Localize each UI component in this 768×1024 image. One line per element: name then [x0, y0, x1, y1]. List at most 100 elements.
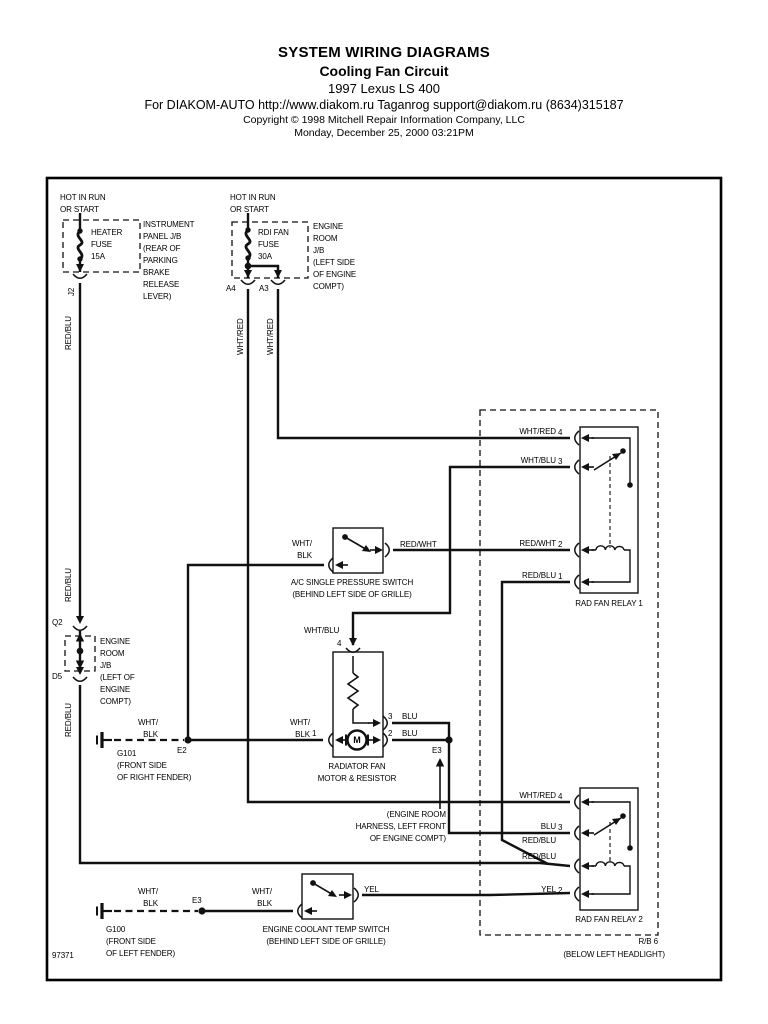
relay2-coil-wire-lower-label: RED/BLU — [522, 852, 556, 861]
connector-q2-icon — [72, 610, 88, 632]
heater-fuse-label: HEATER FUSE 15A — [91, 228, 123, 261]
relay2-t4-wire-label: WHT/RED — [519, 791, 556, 800]
ground-g101-icon — [95, 730, 114, 750]
temp-switch-wire-out-label: YEL — [364, 885, 379, 894]
ground-g100-location: (FRONT SIDE OF LEFT FENDER) — [106, 937, 176, 958]
ac-switch-internals — [342, 534, 371, 552]
splice-e3-dot — [445, 736, 453, 744]
ac-pressure-switch-box — [332, 527, 384, 574]
wire-wht-red-label-2: WHT/RED — [266, 318, 275, 355]
temp-switch-name: ENGINE COOLANT TEMP SWITCH (BEHIND LEFT … — [262, 925, 390, 946]
copyright-line: Copyright © 1998 Mitchell Repair Informa… — [243, 114, 525, 126]
ac-switch-input-icon — [327, 557, 349, 573]
relay1-t2-number: 2 — [558, 540, 563, 549]
splice-e3-label: E3 — [432, 746, 442, 755]
motor-letter: M — [353, 735, 361, 745]
relay1-t1-wire-label: RED/BLU — [522, 571, 556, 580]
ground-strap-wires — [114, 738, 198, 913]
resistor-icon — [346, 672, 360, 710]
relay1-t3-number: 3 — [558, 457, 563, 466]
component-boxes — [301, 426, 639, 920]
relay2-terminal4-icon — [573, 794, 595, 810]
relay1-internals — [592, 437, 631, 583]
relay-block-name: R/B 6 — [638, 937, 658, 946]
wire-wht-red-label-1: WHT/RED — [236, 318, 245, 355]
splice-e3-bottom-label: E3 — [192, 896, 202, 905]
splice-e3-bottom-dot — [198, 907, 206, 915]
motor-t4-number: 4 — [337, 639, 342, 648]
motor-internals — [345, 656, 369, 751]
document-header: SYSTEM WIRING DIAGRAMS Cooling Fan Circu… — [0, 44, 768, 139]
temp-switch-internals — [310, 880, 337, 897]
connector-a3-icon — [270, 264, 286, 286]
g101-wire-label: WHT/ BLK — [137, 718, 158, 739]
wire-red-blu-label-3: RED/BLU — [64, 703, 73, 737]
rad-fan-relay1-box — [579, 426, 639, 594]
motor-t3-number: 3 — [388, 712, 393, 721]
print-date: Monday, December 25, 2000 03:21PM — [294, 127, 474, 139]
motor-t2-wire-label: BLU — [402, 729, 418, 738]
ground-g100-icon — [95, 901, 114, 921]
temp-switch-output-icon — [338, 887, 360, 903]
relay2-t3-number: 3 — [558, 823, 563, 832]
relay-block-rb6-box — [479, 409, 659, 936]
relay2-t2-wire-label: YEL — [541, 885, 556, 894]
fan-motor-box — [332, 651, 384, 758]
vehicle-name: 1997 Lexus LS 400 — [327, 81, 441, 96]
ac-switch-wire-out-label: RED/WHT — [400, 540, 437, 549]
wires — [78, 213, 571, 913]
temp-switch-wire-in-label: WHT/ BLK — [251, 887, 272, 908]
splice-e2-dot — [184, 736, 192, 744]
relay1-name: RAD FAN RELAY 1 — [575, 599, 643, 608]
motor-t1-wire-label: WHT/ BLK — [289, 718, 310, 739]
jb-arrow-up-icon — [75, 633, 85, 642]
relay2-coil-terminal-icon — [573, 858, 595, 874]
doc-subtitle: Cooling Fan Circuit — [319, 63, 449, 79]
doc-title: SYSTEM WIRING DIAGRAMS — [278, 44, 490, 61]
motor-icon — [346, 729, 368, 751]
instrument-panel-jb-label: INSTRUMENT PANEL J/B (REAR OF PARKING BR… — [143, 220, 195, 301]
wire-red-blu-label-2: RED/BLU — [64, 568, 73, 602]
connector-a4-icon — [240, 264, 256, 286]
instrument-panel-jb-box — [62, 219, 141, 273]
ac-switch-name: A/C SINGLE PRESSURE SWITCH (BEHIND LEFT … — [290, 578, 414, 599]
relay-block-location: (BELOW LEFT HEADLIGHT) — [563, 950, 665, 959]
wire-red-blu-label-1: RED/BLU — [64, 316, 73, 350]
temp-switch-input-icon — [296, 903, 318, 919]
coolant-temp-switch-box — [301, 873, 354, 920]
relay1-terminal1-icon — [573, 574, 595, 590]
rad-fan-relay2-box — [579, 787, 639, 911]
relay2-terminal2-icon — [573, 886, 595, 902]
ground-g101-location: (FRONT SIDE OF RIGHT FENDER) — [117, 761, 192, 782]
motor-terminal2-icon — [367, 732, 389, 748]
doc-number: 97371 — [52, 951, 74, 960]
motor-terminal4-icon — [345, 632, 361, 654]
relay2-coil-wire-upper-label: RED/BLU — [522, 836, 556, 845]
relay1-t1-number: 1 — [558, 572, 563, 581]
e3-callout-note: (ENGINE ROOM HARNESS, LEFT FRONT OF ENGI… — [355, 810, 447, 843]
motor-t3-wire-label: BLU — [402, 712, 418, 721]
junction-dots — [76, 262, 453, 915]
relay1-terminal2-icon — [573, 542, 595, 558]
relay2-terminal3-icon — [573, 825, 595, 841]
ac-switch-output-icon — [369, 542, 391, 558]
ground-g101-label: G101 — [117, 749, 137, 758]
relay1-terminal4-icon — [573, 430, 595, 446]
relay1-t4-number: 4 — [558, 428, 563, 437]
relay1-contacts — [612, 448, 633, 488]
rdi-fan-fuse-icon — [243, 225, 253, 263]
relay1-terminal3-icon — [573, 459, 595, 475]
connector-a4-label: A4 — [226, 284, 236, 293]
connector-j2-icon — [72, 258, 88, 280]
relay1-t4-wire-label: WHT/RED — [519, 427, 556, 436]
motor-t2-number: 2 — [388, 729, 393, 738]
motor-top-wire-label: WHT/BLU — [304, 626, 340, 635]
relay2-name: RAD FAN RELAY 2 — [575, 915, 643, 924]
left-jb-dot — [76, 647, 84, 655]
g100-wire-label: WHT/ BLK — [137, 887, 158, 908]
hot-label-left: HOT IN RUN OR START — [60, 193, 106, 214]
e3-callout-arrow — [435, 758, 445, 809]
connector-a3-label: A3 — [259, 284, 269, 293]
